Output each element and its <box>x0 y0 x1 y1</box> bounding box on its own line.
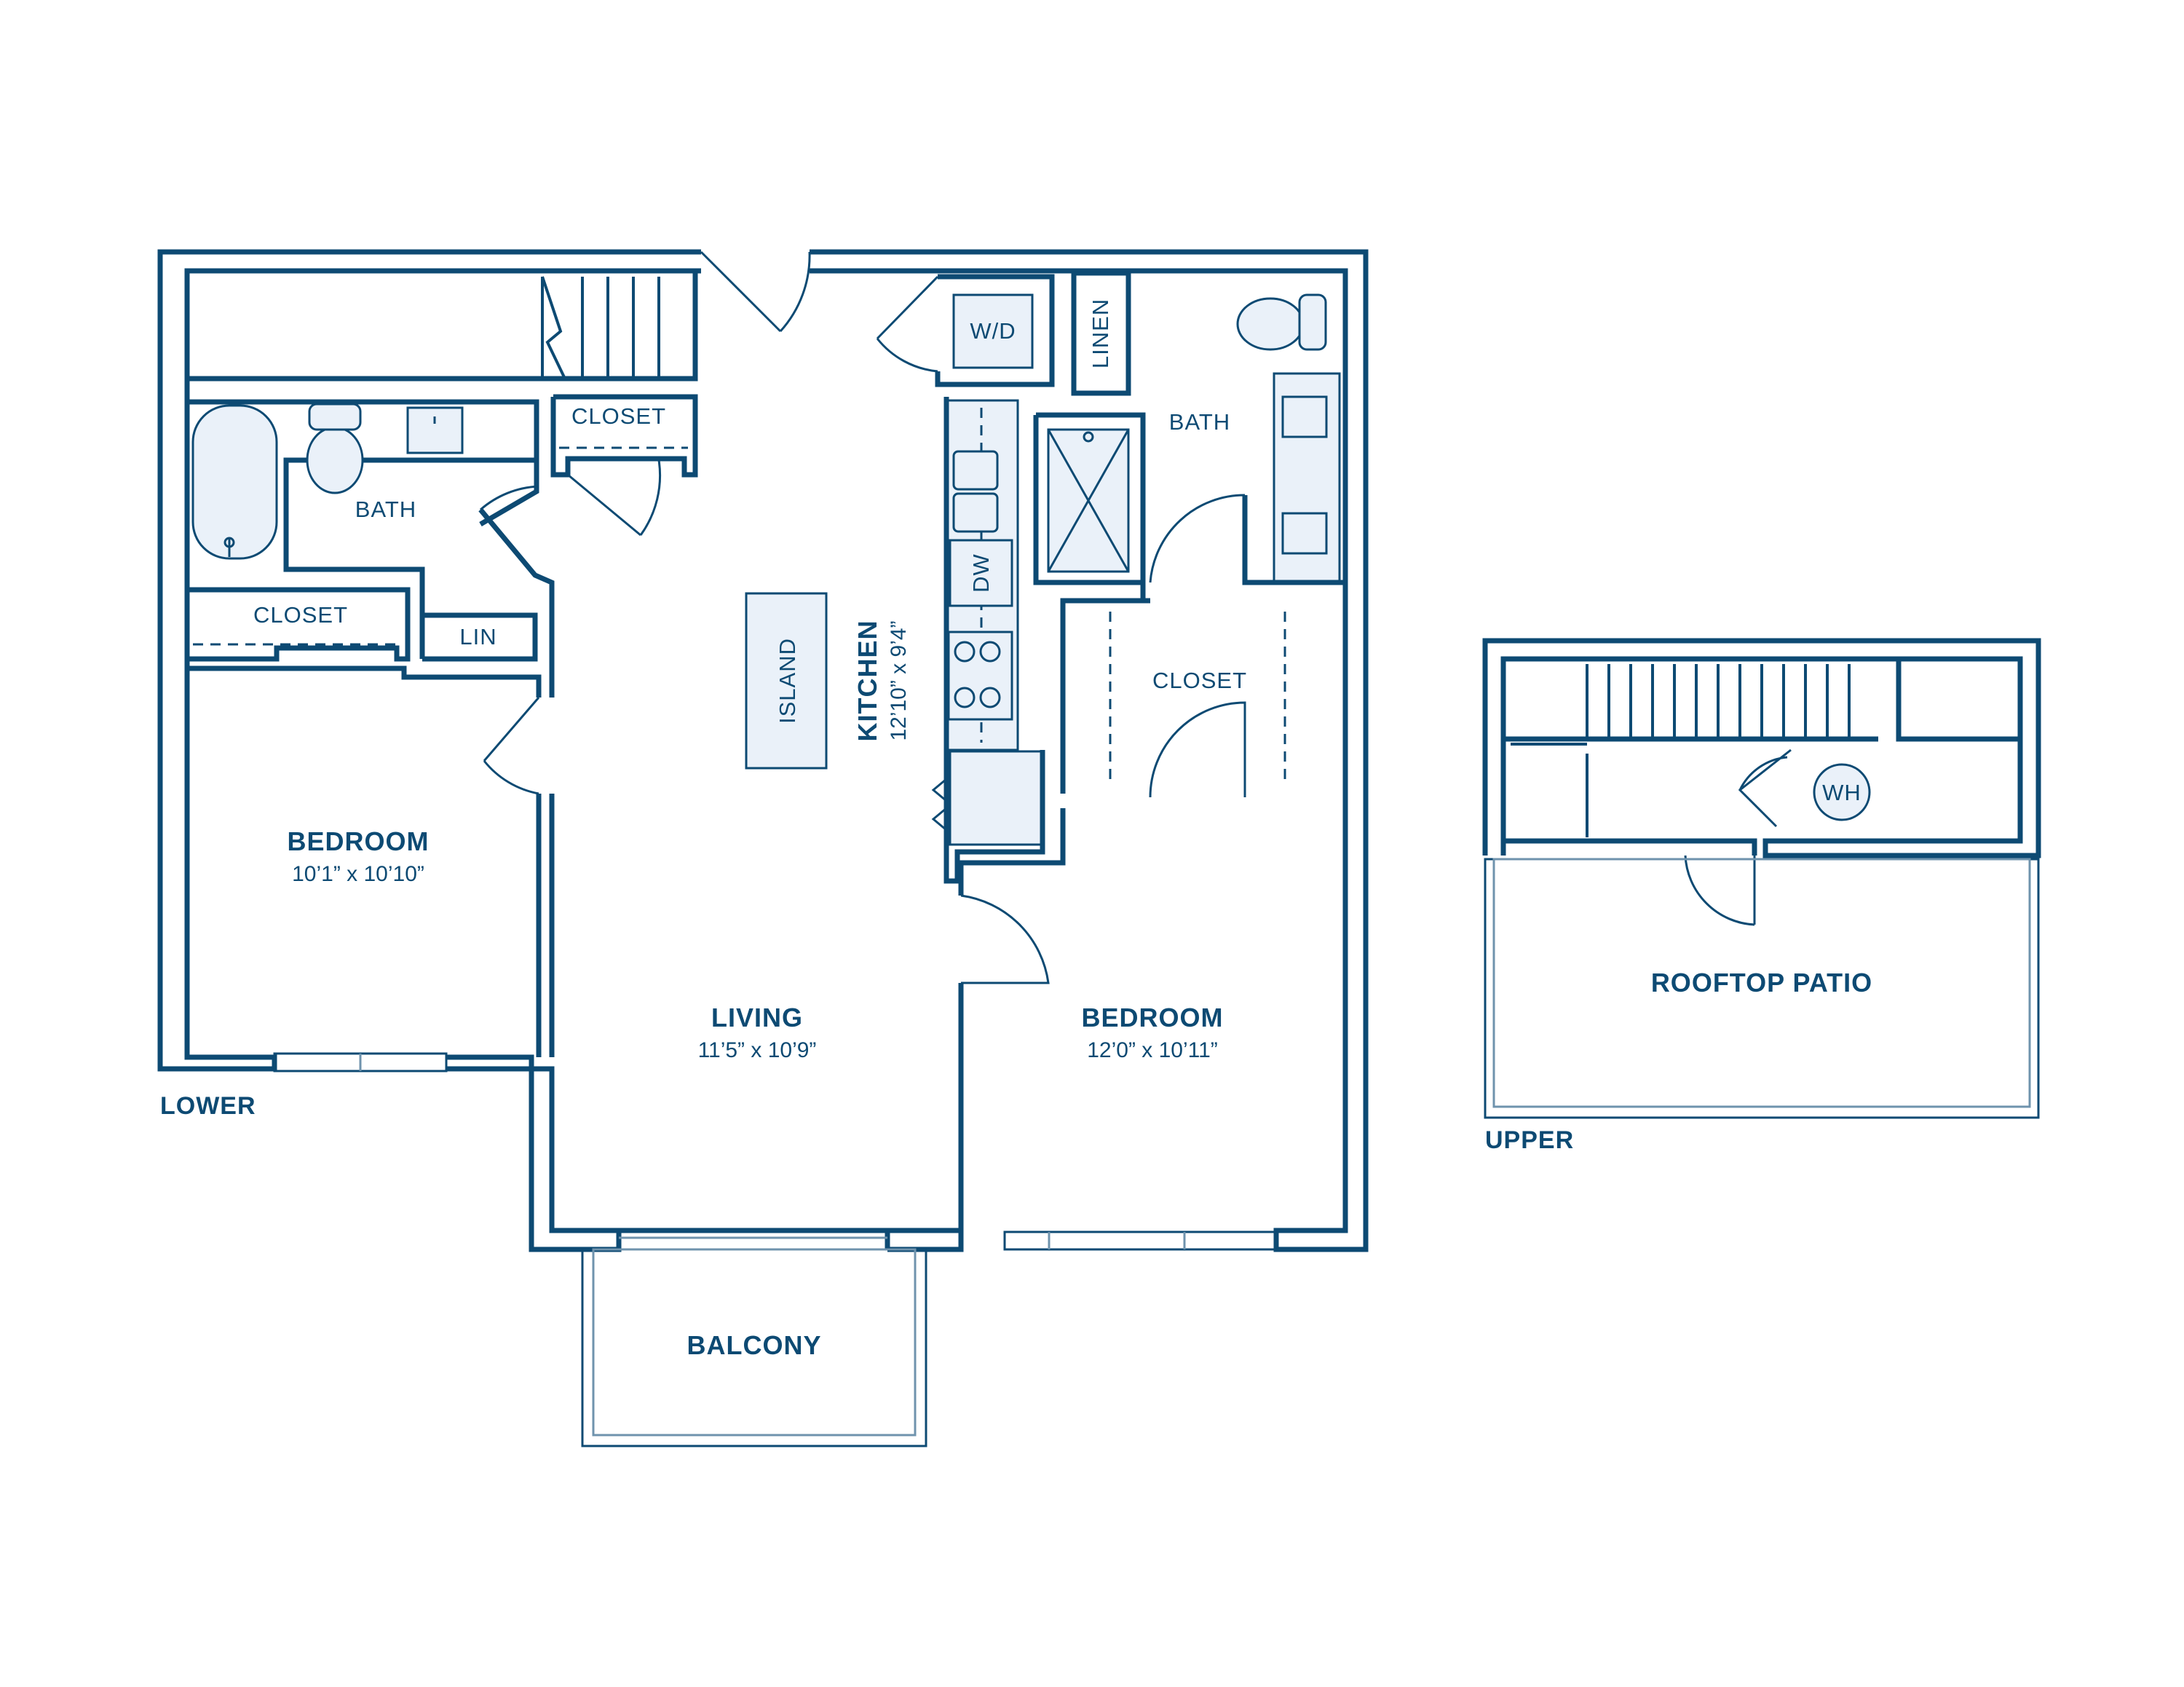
kitchen-dim: 12’10” x 9’4” <box>887 620 911 740</box>
right-bath-door[interactable] <box>1149 494 1246 583</box>
right-bath-lower-wall <box>1060 582 1146 794</box>
bedroom-left-dim: 10’1” x 10’10” <box>292 862 424 886</box>
upper-level: WH ROOFTOP PATIO UPPER <box>1482 638 2041 1154</box>
lin-wall <box>422 612 538 662</box>
right-bath-wall-2 <box>1242 495 1347 585</box>
wh-label: WH <box>1822 780 1861 805</box>
dw-label: DW <box>968 553 994 593</box>
linen-wall <box>1071 270 1131 396</box>
toilet-right <box>1236 297 1305 351</box>
closet-top-label: CLOSET <box>571 403 666 429</box>
right-bedroom-door[interactable] <box>960 894 1050 984</box>
upper-exterior-wall <box>1482 638 2041 858</box>
living-dim: 11’5” x 10’9” <box>698 1038 817 1062</box>
island-label: ISLAND <box>775 638 800 724</box>
refrigerator <box>949 750 1042 846</box>
bathtub <box>191 404 278 560</box>
upper-left-stub <box>1500 838 1757 856</box>
wall-step-left <box>446 1054 622 1252</box>
kitchen-sink <box>952 450 999 491</box>
top-closet-wall <box>550 394 698 478</box>
window-right-bedroom <box>1003 1230 1278 1251</box>
kitchen-name: KITCHEN <box>852 620 882 742</box>
stairs-lower <box>541 276 660 378</box>
bath-left-label: BATH <box>355 497 416 522</box>
left-bath-door[interactable] <box>480 485 539 511</box>
wd-closet-wall <box>935 274 1055 387</box>
rooftop-door[interactable] <box>1684 855 1756 926</box>
toilet-left <box>306 426 364 494</box>
entry-door[interactable] <box>700 250 811 333</box>
closet-left-label: CLOSET <box>253 602 348 628</box>
left-bedroom-door[interactable] <box>483 697 540 795</box>
right-bedroom-wall <box>958 808 1066 896</box>
linen-label: LINEN <box>1088 299 1113 368</box>
sink-left-bath <box>406 406 464 454</box>
living-left-wall <box>478 507 555 698</box>
rooftop-name: ROOFTOP PATIO <box>1651 968 1872 997</box>
lower-level-label: LOWER <box>160 1092 256 1120</box>
balcony-name: BALCONY <box>687 1330 822 1360</box>
living-name: LIVING <box>711 1003 803 1032</box>
wd-door[interactable] <box>876 275 939 373</box>
water-heater <box>1813 763 1871 821</box>
stairs-upper <box>1511 664 1851 837</box>
stair-corridor-wall <box>187 271 698 382</box>
lin-label: LIN <box>459 624 496 649</box>
bath-right-label: BATH <box>1169 409 1230 435</box>
top-closet-door[interactable] <box>567 459 662 537</box>
closet-right-label: CLOSET <box>1152 668 1247 693</box>
wd-label: W/D <box>970 318 1016 344</box>
bedroom-left-name: BEDROOM <box>288 826 430 856</box>
wall-bottom-mid <box>887 1228 964 1252</box>
lower-level: BATH CLOSET CLOSET LIN BEDROOM 10’1” x 1… <box>157 249 1369 1447</box>
left-closet-wall <box>187 587 411 662</box>
washer-dryer <box>952 293 1034 369</box>
bedroom-right-name: BEDROOM <box>1082 1003 1224 1032</box>
left-bath-wall-right <box>479 402 539 527</box>
kitchen-island <box>745 592 828 770</box>
bedroom-right-dim: 12’0” x 10’11” <box>1087 1038 1218 1062</box>
wh-closet-door[interactable] <box>1738 748 1792 828</box>
left-bedroom-wall <box>187 665 542 698</box>
dishwasher <box>949 539 1013 607</box>
upper-level-label: UPPER <box>1485 1126 1574 1154</box>
wall-bottom-living <box>616 1228 890 1249</box>
right-closet-door[interactable] <box>1149 701 1246 798</box>
upper-storage-box <box>1896 656 2023 742</box>
